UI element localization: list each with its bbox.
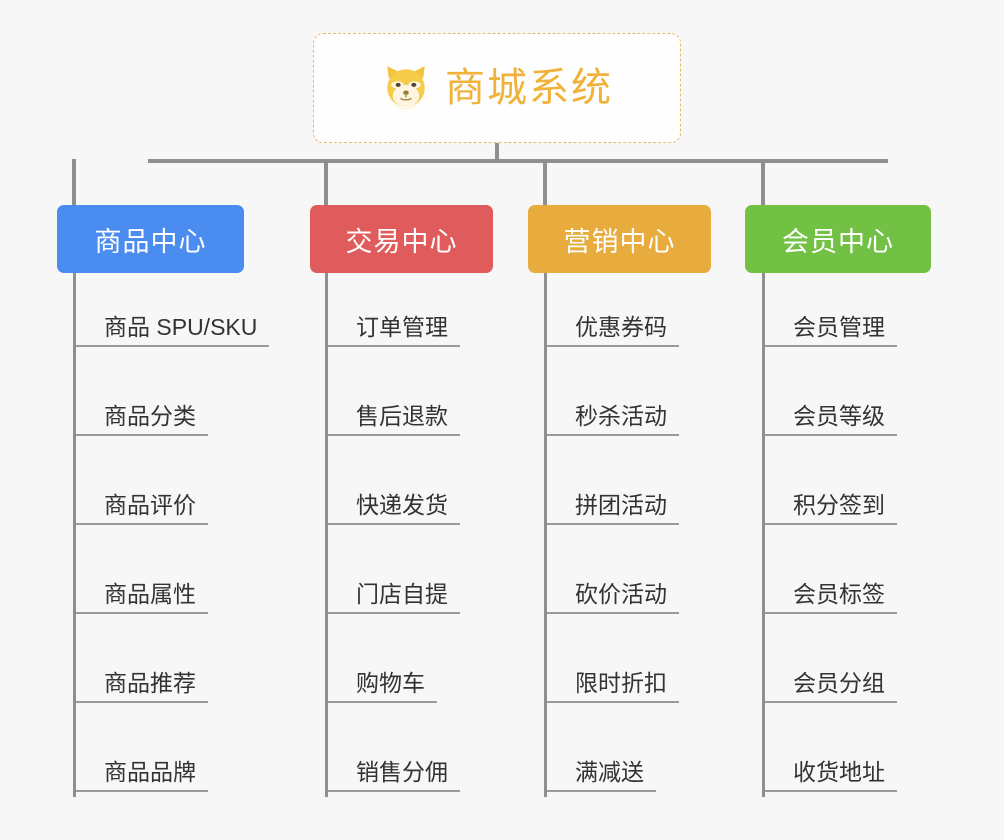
leaf-underline — [547, 345, 679, 348]
leaf-item[interactable]: 积分签到 — [765, 492, 897, 526]
shiba-dog-icon — [387, 66, 425, 110]
connector-horizontal-bus — [148, 159, 888, 163]
leaf-item[interactable]: 会员等级 — [765, 403, 897, 437]
leaf-item[interactable]: 门店自提 — [328, 581, 460, 615]
leaf-item[interactable]: 拼团活动 — [547, 492, 679, 526]
leaf-label: 商品 SPU/SKU — [104, 314, 258, 340]
leaf-label: 限时折扣 — [575, 670, 667, 696]
leaf-underline — [76, 345, 270, 348]
leaf-label: 商品评价 — [104, 492, 196, 518]
leaf-spine — [73, 273, 76, 797]
leaf-underline — [328, 790, 460, 793]
leaf-label: 会员等级 — [793, 403, 885, 429]
leaf-underline — [765, 345, 897, 348]
leaf-item[interactable]: 售后退款 — [328, 403, 460, 437]
leaf-underline — [328, 612, 460, 615]
leaf-underline — [328, 434, 460, 437]
root-title: 商城系统 — [445, 66, 613, 110]
leaf-label: 商品分类 — [104, 403, 196, 429]
leaf-label: 砍价活动 — [575, 581, 667, 607]
leaf-underline — [328, 701, 437, 704]
leaf-label: 门店自提 — [356, 581, 448, 607]
leaf-underline — [547, 790, 656, 793]
leaf-underline — [547, 701, 679, 704]
leaf-underline — [76, 523, 208, 526]
leaf-label: 秒杀活动 — [575, 403, 667, 429]
leaf-underline — [76, 701, 208, 704]
connector-drop-2 — [324, 159, 328, 207]
leaf-item[interactable]: 订单管理 — [328, 314, 460, 348]
leaf-underline — [547, 523, 679, 526]
leaf-underline — [765, 790, 897, 793]
leaf-label: 拼团活动 — [575, 492, 667, 518]
leaf-label: 优惠券码 — [575, 314, 667, 340]
category-label: 商品中心 — [94, 226, 207, 257]
leaf-label: 快递发货 — [356, 492, 448, 518]
category-label: 营销中心 — [563, 226, 676, 257]
leaf-item[interactable]: 商品推荐 — [76, 670, 208, 704]
leaf-item[interactable]: 商品品牌 — [76, 759, 208, 793]
connector-drop-4 — [761, 159, 765, 207]
category-label: 交易中心 — [345, 226, 458, 257]
leaf-item[interactable]: 优惠券码 — [547, 314, 679, 348]
leaf-label: 售后退款 — [356, 403, 448, 429]
leaf-label: 收货地址 — [793, 759, 885, 785]
leaf-item[interactable]: 商品属性 — [76, 581, 208, 615]
leaf-item[interactable]: 销售分佣 — [328, 759, 460, 793]
leaf-spine — [325, 273, 328, 797]
leaf-item[interactable]: 收货地址 — [765, 759, 897, 793]
leaf-label: 会员标签 — [793, 581, 885, 607]
category-box-3[interactable]: 营销中心 — [528, 205, 711, 273]
connector-drop-1 — [72, 159, 76, 207]
leaf-label: 销售分佣 — [356, 759, 448, 785]
leaf-underline — [765, 434, 897, 437]
leaf-label: 商品品牌 — [104, 759, 196, 785]
leaf-label: 购物车 — [356, 670, 425, 696]
leaf-item[interactable]: 满减送 — [547, 759, 656, 793]
leaf-underline — [328, 523, 460, 526]
leaf-underline — [765, 523, 897, 526]
leaf-label: 会员管理 — [793, 314, 885, 340]
leaf-underline — [76, 434, 208, 437]
connector-drop-3 — [543, 159, 547, 207]
leaf-label: 满减送 — [575, 759, 644, 785]
leaf-underline — [765, 701, 897, 704]
leaf-underline — [76, 612, 208, 615]
root-node[interactable]: 商城系统 — [313, 33, 681, 143]
leaf-item[interactable]: 砍价活动 — [547, 581, 679, 615]
leaf-spine — [544, 273, 547, 797]
leaf-item[interactable]: 商品分类 — [76, 403, 208, 437]
leaf-label: 会员分组 — [793, 670, 885, 696]
leaf-underline — [765, 612, 897, 615]
category-box-4[interactable]: 会员中心 — [745, 205, 931, 273]
leaf-item[interactable]: 会员管理 — [765, 314, 897, 348]
category-box-1[interactable]: 商品中心 — [57, 205, 244, 273]
connector-root-stem — [495, 143, 499, 163]
leaf-item[interactable]: 秒杀活动 — [547, 403, 679, 437]
leaf-item[interactable]: 会员标签 — [765, 581, 897, 615]
leaf-underline — [328, 345, 460, 348]
leaf-underline — [547, 434, 679, 437]
leaf-label: 商品推荐 — [104, 670, 196, 696]
leaf-underline — [547, 612, 679, 615]
leaf-item[interactable]: 商品评价 — [76, 492, 208, 526]
leaf-label: 积分签到 — [793, 492, 885, 518]
category-label: 会员中心 — [782, 226, 894, 257]
leaf-item[interactable]: 购物车 — [328, 670, 437, 704]
leaf-label: 订单管理 — [356, 314, 448, 340]
leaf-label: 商品属性 — [104, 581, 196, 607]
leaf-item[interactable]: 限时折扣 — [547, 670, 679, 704]
leaf-item[interactable]: 商品 SPU/SKU — [76, 314, 270, 348]
leaf-item[interactable]: 会员分组 — [765, 670, 897, 704]
category-box-2[interactable]: 交易中心 — [310, 205, 493, 273]
leaf-item[interactable]: 快递发货 — [328, 492, 460, 526]
leaf-underline — [76, 790, 208, 793]
leaf-spine — [762, 273, 765, 797]
